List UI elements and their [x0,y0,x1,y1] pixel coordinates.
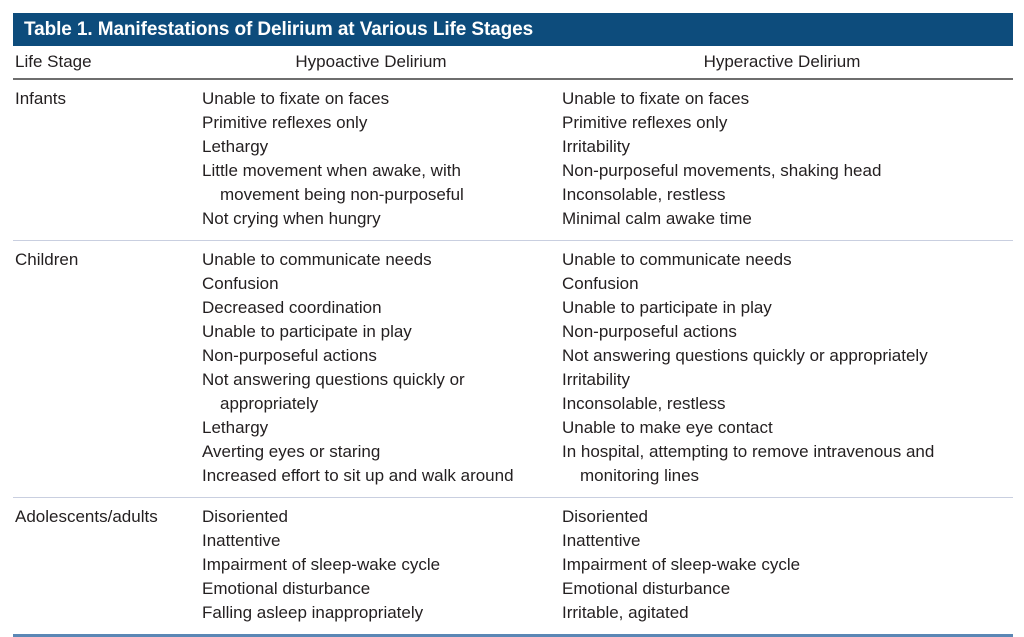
list-item: Unable to fixate on faces [202,89,390,109]
cell-life-stage: Infants [15,89,67,109]
list-item: Unable to fixate on faces [562,89,750,109]
list-item: Non-purposeful actions [562,322,737,342]
table-title-bar: Table 1. Manifestations of Delirium at V… [13,13,1013,46]
list-item: Impairment of sleep-wake cycle [562,555,801,575]
list-item: Disoriented [562,507,648,527]
list-item: Decreased coordination [202,298,382,318]
table-title: Table 1. Manifestations of Delirium at V… [24,19,534,40]
list-item: Unable to communicate needs [562,250,792,270]
list-item: Falling asleep inappropriately [202,603,424,623]
list-item: Unable to communicate needs [202,250,432,270]
list-item: Not answering questions quickly or appro… [202,370,465,414]
list-item: Not answering questions quickly or appro… [562,346,928,366]
list-item: Confusion [562,274,639,294]
list-item: Emotional disturbance [202,579,371,599]
list-item: Emotional disturbance [562,579,731,599]
cell-life-stage: Children [13,240,191,498]
table-figure: Table 1. Manifestations of Delirium at V… [13,13,1013,637]
list-item: Lethargy [202,137,269,157]
table-header-row: Life Stage Hypoactive Delirium Hyperacti… [13,46,1013,81]
list-item: Unable to make eye contact [562,418,773,438]
delirium-table: Life Stage Hypoactive Delirium Hyperacti… [13,46,1013,637]
list-item: Irritability [562,370,631,390]
list-item: Averting eyes or staring [202,442,381,462]
column-header-hypoactive: Hypoactive Delirium [191,46,551,81]
column-header-life-stage: Life Stage [13,46,191,81]
list-item: Not crying when hungry [202,209,381,229]
list-item: Inconsolable, restless [562,394,726,414]
list-item: Impairment of sleep-wake cycle [202,555,441,575]
list-item: Confusion [202,274,279,294]
table-header: Life Stage Hypoactive Delirium Hyperacti… [13,46,1013,81]
list-item: Minimal calm awake time [562,209,752,229]
list-item: Increased effort to sit up and walk arou… [202,466,514,486]
list-item: Primitive reflexes only [202,113,368,133]
list-item: Disoriented [202,507,288,527]
list-item: Little movement when awake, with movemen… [202,161,464,205]
column-header-hyperactive: Hyperactive Delirium [551,46,1013,81]
list-item: Irritability [562,137,631,157]
list-item: Irritable, agitated [562,603,689,623]
list-item: Primitive reflexes only [562,113,728,133]
cell-life-stage: Adolescents/adults [13,497,191,637]
list-item: Lethargy [202,418,269,438]
list-item: Inconsolable, restless [562,185,726,205]
list-item: Unable to participate in play [202,322,412,342]
list-item: Non-purposeful actions [202,346,377,366]
list-item: Inattentive [202,531,281,551]
list-item: Inattentive [562,531,641,551]
list-item: Unable to participate in play [562,298,772,318]
list-item: Non-purposeful movements, shaking head [562,161,882,181]
list-item: In hospital, attempting to remove intrav… [562,442,935,486]
